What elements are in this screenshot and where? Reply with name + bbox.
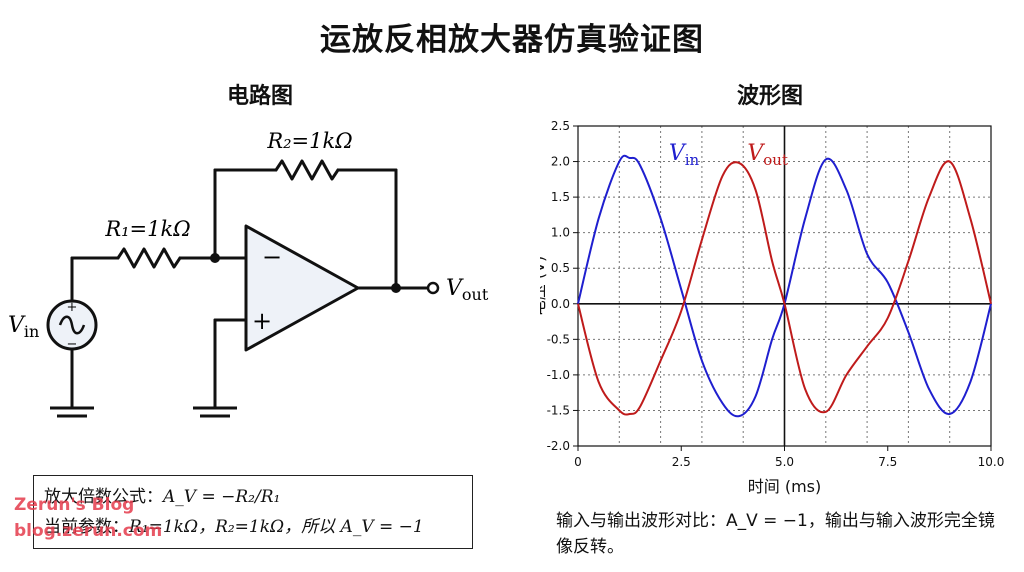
y-tick-label: 0.5: [551, 261, 570, 275]
waveform-heading: 波形图: [736, 84, 803, 109]
x-axis-label: 时间 (ms): [748, 477, 822, 496]
y-tick-label: -1.0: [547, 368, 570, 382]
opamp-plus-sign: +: [252, 307, 272, 335]
ground-icon-plus: [193, 406, 237, 418]
circuit-diagram: + − − + R₂=1kΩ R₁=1kΩ Vin Vout: [8, 129, 489, 418]
x-tick-label: 10.0: [978, 455, 1005, 469]
waveform-caption: 输入与输出波形对比：A_V = −1，输出与输入波形完全镜像反转。: [556, 511, 995, 557]
y-tick-label: 1.5: [551, 190, 570, 204]
node-inverting: [210, 253, 220, 263]
node-output: [391, 283, 401, 293]
y-tick-label: 2.0: [551, 155, 570, 169]
x-tick-label: 2.5: [672, 455, 691, 469]
terminal-vout: [426, 281, 440, 295]
y-axis-label: 电压 (V): [540, 256, 548, 317]
source-plus: +: [67, 300, 78, 315]
y-tick-label: -1.5: [547, 403, 570, 417]
formula-line-2: 当前参数：R₁=1kΩ，R₂=1kΩ，所以 A_V = −1: [44, 517, 424, 537]
y-tick-label: 2.5: [551, 119, 570, 133]
x-tick-label: 0: [574, 455, 582, 469]
vout-label: Vout: [446, 276, 489, 304]
y-tick-label: 1.0: [551, 226, 570, 240]
y-tick-label: -2.0: [547, 439, 570, 453]
circuit-heading: 电路图: [226, 84, 293, 109]
opamp-triangle: [244, 224, 360, 352]
vin-label: Vin: [8, 313, 39, 341]
series-line-vout: [577, 160, 992, 416]
legend-vout: Vout: [747, 141, 788, 169]
formula-box: 放大倍数公式：A_V = −R₂/R₁ 当前参数：R₁=1kΩ，R₂=1kΩ，所…: [33, 475, 473, 549]
y-tick-label: -0.5: [547, 332, 570, 346]
formula-line-1: 放大倍数公式：A_V = −R₂/R₁: [44, 487, 281, 507]
x-tick-label: 5.0: [775, 455, 794, 469]
waveform-chart: 0 2.5 5.0 7.5 10.0 2.5 2.0 1.5 1.0 0.5 0.0 -0.5 -1.0…: [540, 119, 1005, 496]
y-tick-label: 0.0: [551, 297, 570, 311]
page-title: 运放反相放大器仿真验证图: [320, 22, 704, 58]
source-minus: −: [67, 337, 78, 352]
resistor-r1: [116, 247, 182, 269]
resistor-r2: [274, 159, 340, 181]
x-tick-label: 7.5: [878, 455, 897, 469]
sine-glyph: [58, 315, 86, 335]
opamp-minus-sign: −: [262, 243, 282, 271]
ground-icon-vin: [50, 406, 94, 418]
r1-label: R₁=1kΩ: [104, 217, 190, 241]
series-line-vin: [577, 154, 992, 418]
r2-label: R₂=1kΩ: [266, 129, 352, 153]
legend-vin: Vin: [669, 141, 700, 169]
